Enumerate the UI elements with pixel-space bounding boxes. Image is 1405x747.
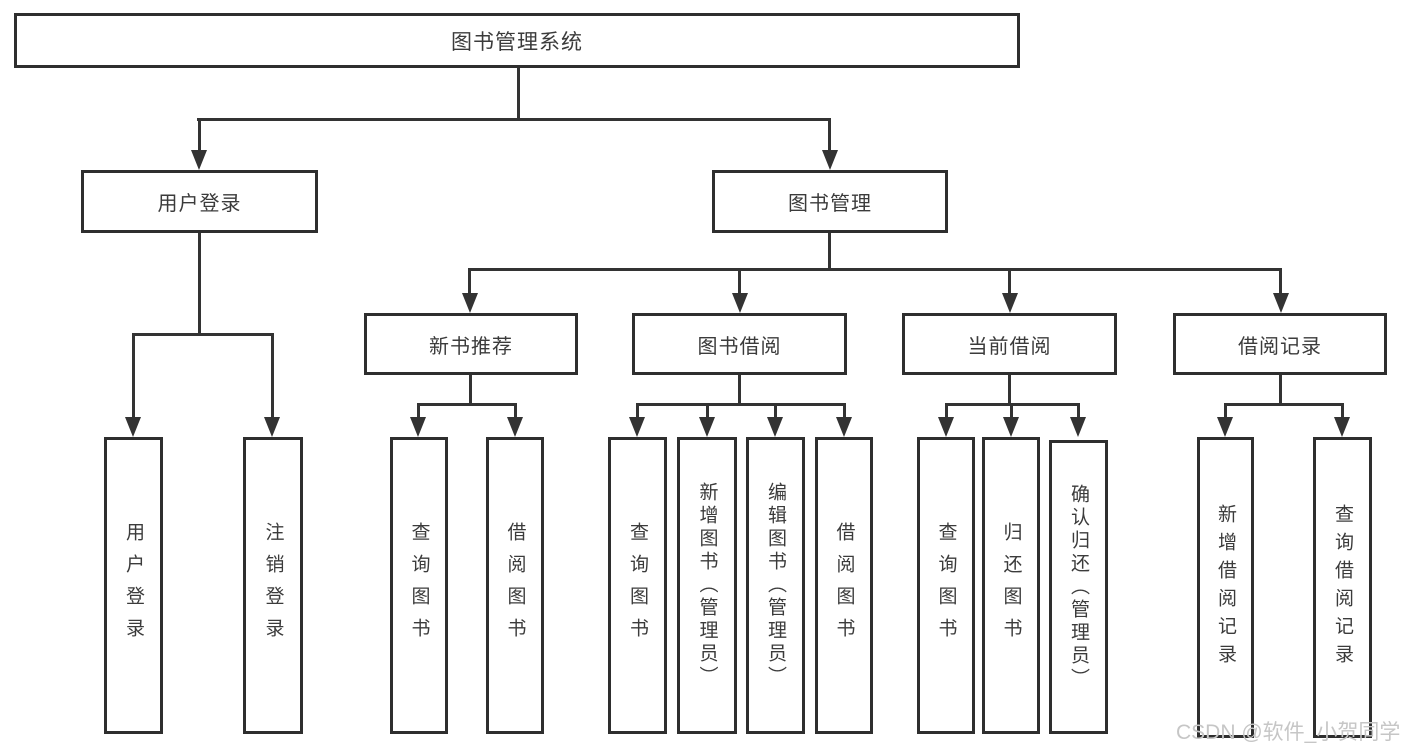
connector-line: [636, 403, 639, 417]
node-label: 新增图书（管理员）: [696, 482, 718, 689]
connector-line: [1008, 375, 1011, 406]
arrow-down-icon: [1002, 293, 1018, 313]
arrow-down-icon: [462, 293, 478, 313]
arrow-down-icon: [1070, 417, 1086, 437]
connector-line: [197, 118, 831, 121]
node-label: 借阅图书: [833, 521, 855, 650]
leaf-user-login: 用户登录: [104, 437, 163, 734]
arrow-down-icon: [1217, 417, 1233, 437]
csdn-watermark: CSDN @软件_小贺同学: [1176, 721, 1401, 744]
connector-line: [132, 333, 274, 336]
arrow-down-icon: [191, 150, 207, 170]
leaf-query-books-borrow: 查询图书: [608, 437, 667, 734]
connector-line: [1224, 403, 1227, 417]
node-label: 图书管理系统: [451, 30, 583, 54]
arrow-down-icon: [938, 417, 954, 437]
connector-line: [271, 333, 274, 418]
connector-line: [1010, 403, 1013, 417]
node-label: 归还图书: [1000, 521, 1022, 650]
connector-line: [468, 268, 1282, 271]
arrow-down-icon: [1273, 293, 1289, 313]
connector-line: [738, 268, 741, 293]
node-label: 确认归还（管理员）: [1068, 483, 1089, 691]
node-label: 新书推荐: [429, 335, 513, 358]
node-label: 编辑图书（管理员）: [765, 482, 786, 689]
arrow-down-icon: [1334, 417, 1350, 437]
connector-line: [132, 333, 135, 418]
leaf-query-books-current: 查询图书: [917, 437, 975, 734]
connector-line: [517, 68, 520, 120]
leaf-logout: 注销登录: [243, 437, 303, 734]
arrow-down-icon: [264, 417, 280, 437]
connector-line: [417, 403, 420, 417]
connector-line: [828, 233, 831, 271]
arrow-down-icon: [125, 417, 141, 437]
leaf-query-borrow-record: 查询借阅记录: [1313, 437, 1372, 738]
node-label: 查询图书: [935, 521, 957, 650]
node-new-book-recommend: 新书推荐: [364, 313, 578, 375]
node-label: 用户登录: [123, 521, 144, 650]
arrow-down-icon: [836, 417, 852, 437]
connector-line: [828, 118, 831, 151]
node-label: 查询图书: [627, 521, 648, 650]
connector-line: [468, 268, 471, 293]
node-user-login: 用户登录: [81, 170, 318, 233]
connector-line: [843, 403, 846, 417]
leaf-borrow-books: 借阅图书: [815, 437, 873, 734]
node-borrowing-records: 借阅记录: [1173, 313, 1387, 375]
arrow-down-icon: [699, 417, 715, 437]
leaf-return-book: 归还图书: [982, 437, 1040, 734]
connector-line: [1077, 403, 1080, 417]
arrow-down-icon: [410, 417, 426, 437]
node-current-borrowing: 当前借阅: [902, 313, 1117, 375]
arrow-down-icon: [732, 293, 748, 313]
connector-line: [774, 403, 777, 417]
node-label: 当前借阅: [967, 335, 1052, 358]
arrow-down-icon: [767, 417, 783, 437]
connector-line: [198, 118, 201, 151]
node-label: 查询图书: [408, 521, 430, 650]
connector-line: [636, 403, 846, 406]
leaf-add-book-admin: 新增图书（管理员）: [677, 437, 737, 734]
node-label: 查询借阅记录: [1332, 503, 1353, 672]
connector-line: [469, 375, 472, 406]
arrow-down-icon: [1003, 417, 1019, 437]
leaf-edit-book-admin: 编辑图书（管理员）: [746, 437, 805, 734]
leaf-confirm-return-admin: 确认归还（管理员）: [1049, 440, 1108, 734]
leaf-borrow-books-recommend: 借阅图书: [486, 437, 544, 734]
node-label: 图书管理: [788, 193, 872, 215]
connector-line: [1341, 403, 1344, 417]
node-label: 借阅记录: [1238, 335, 1322, 358]
node-label: 图书借阅: [697, 335, 782, 358]
connector-line: [1279, 268, 1282, 293]
connector-line: [945, 403, 948, 417]
connector-line: [514, 403, 517, 417]
node-label: 注销登录: [262, 521, 284, 650]
leaf-query-books-recommend: 查询图书: [390, 437, 448, 734]
node-book-management: 图书管理: [712, 170, 948, 233]
arrow-down-icon: [629, 417, 645, 437]
leaf-add-borrow-record: 新增借阅记录: [1197, 437, 1254, 738]
connector-line: [706, 403, 709, 417]
node-label: 用户登录: [157, 193, 242, 215]
connector-line: [1279, 375, 1282, 406]
connector-line: [738, 375, 741, 406]
node-label: 借阅图书: [504, 521, 526, 650]
arrow-down-icon: [507, 417, 523, 437]
node-library-management-system: 图书管理系统: [14, 13, 1020, 68]
connector-line: [198, 233, 201, 336]
arrow-down-icon: [822, 150, 838, 170]
connector-line: [1008, 268, 1011, 293]
node-book-borrowing: 图书借阅: [632, 313, 847, 375]
connector-line: [1224, 403, 1344, 406]
connector-line: [417, 403, 517, 406]
node-label: 新增借阅记录: [1215, 503, 1236, 672]
